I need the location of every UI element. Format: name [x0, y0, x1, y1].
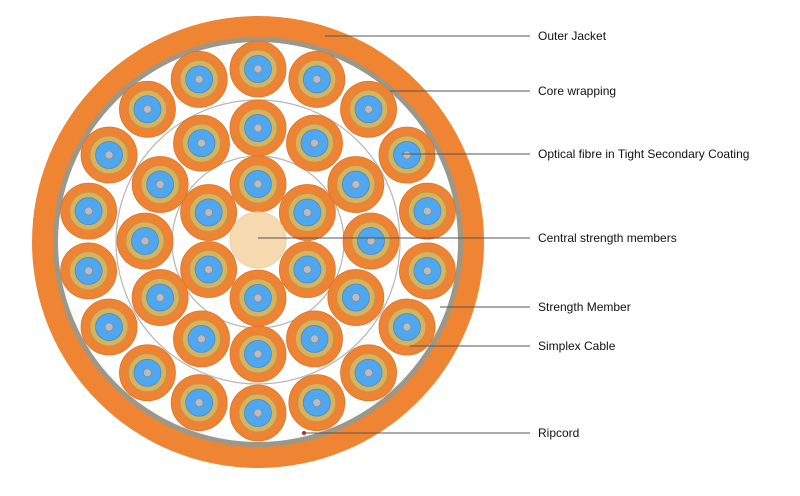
- simplex-cable-unit: [170, 374, 228, 432]
- fibre-core: [253, 123, 263, 133]
- simplex-cable-unit: [80, 298, 138, 356]
- simplex-cable-unit: [327, 269, 385, 326]
- simplex-cable-unit: [378, 298, 436, 356]
- fibre-core: [253, 179, 263, 189]
- fibre-core: [204, 208, 214, 217]
- fibre-core: [140, 236, 150, 246]
- simplex-cable-unit: [229, 384, 287, 442]
- fibre-core: [253, 408, 263, 418]
- fibre-core: [204, 265, 214, 274]
- simplex-cable-unit: [327, 156, 385, 213]
- fibre-core: [155, 293, 165, 302]
- fibre-core: [143, 368, 152, 378]
- simplex-cable-unit: [229, 325, 287, 383]
- fibre-core: [104, 322, 114, 332]
- label-central-strength: Central strength members: [538, 231, 677, 245]
- label-core-wrapping: Core wrapping: [538, 84, 617, 98]
- label-simplex-cable: Simplex Cable: [538, 339, 616, 353]
- central-strength-member: [229, 211, 287, 269]
- simplex-cable-unit: [288, 50, 346, 108]
- simplex-cable-unit: [378, 126, 436, 184]
- simplex-cable-unit: [398, 182, 456, 240]
- fibre-core: [351, 293, 361, 302]
- fibre-core: [143, 104, 152, 114]
- simplex-cable-unit: [229, 269, 287, 327]
- simplex-cable-unit: [60, 242, 118, 300]
- simplex-cable-unit: [229, 99, 287, 157]
- label-optical-fibre: Optical fibre in Tight Secondary Coating: [538, 147, 750, 161]
- fibre-core: [302, 265, 312, 274]
- fibre-core: [302, 208, 312, 217]
- simplex-cable-unit: [170, 50, 228, 108]
- fibre-core: [351, 180, 361, 189]
- fibre-core: [155, 180, 165, 189]
- simplex-cable-unit: [60, 182, 118, 240]
- fibre-core: [402, 322, 412, 332]
- fibre-core: [364, 368, 373, 378]
- simplex-cable-unit: [80, 126, 138, 184]
- fibre-core: [310, 334, 319, 344]
- fibre-core: [104, 150, 114, 160]
- simplex-cable-unit: [398, 242, 456, 300]
- simplex-cable-unit: [180, 241, 238, 298]
- simplex-cable-unit: [340, 80, 397, 138]
- fibre-core: [253, 349, 263, 359]
- simplex-cable-unit: [288, 374, 346, 432]
- fibre-core: [197, 138, 206, 148]
- simplex-cable-unit: [229, 40, 287, 98]
- simplex-cable-unit: [116, 212, 174, 270]
- simplex-cable-unit: [286, 114, 343, 172]
- simplex-cable-unit: [119, 80, 176, 138]
- fibre-core: [310, 138, 319, 148]
- simplex-cable-unit: [340, 344, 397, 402]
- fibre-core: [422, 206, 432, 216]
- label-ripcord: Ripcord: [538, 426, 580, 440]
- fibre-core: [197, 334, 206, 344]
- fibre-core: [422, 266, 432, 276]
- fibre-core: [312, 398, 322, 408]
- label-strength-member: Strength Member: [538, 300, 631, 314]
- fibre-core: [194, 74, 204, 84]
- simplex-cable-unit: [286, 310, 343, 368]
- simplex-cable-unit: [131, 269, 189, 326]
- fibre-core: [194, 398, 204, 408]
- fibre-core: [402, 150, 412, 160]
- simplex-cable-unit: [342, 212, 400, 270]
- simplex-cable-unit: [278, 241, 336, 298]
- label-outer-jacket: Outer Jacket: [538, 29, 607, 43]
- fibre-core: [364, 104, 373, 114]
- simplex-cable-unit: [278, 184, 336, 241]
- fibre-core: [253, 293, 263, 303]
- simplex-cable-unit: [173, 114, 230, 172]
- fibre-core: [312, 74, 322, 84]
- fibre-core: [84, 266, 94, 276]
- simplex-cable-unit: [229, 155, 287, 213]
- simplex-cable-unit: [180, 184, 238, 241]
- simplex-cable-unit: [173, 310, 230, 368]
- fibre-core: [253, 64, 263, 74]
- simplex-cable-unit: [131, 156, 189, 213]
- simplex-cable-unit: [119, 344, 176, 402]
- fibre-core: [84, 206, 94, 216]
- fibre-core: [366, 236, 376, 246]
